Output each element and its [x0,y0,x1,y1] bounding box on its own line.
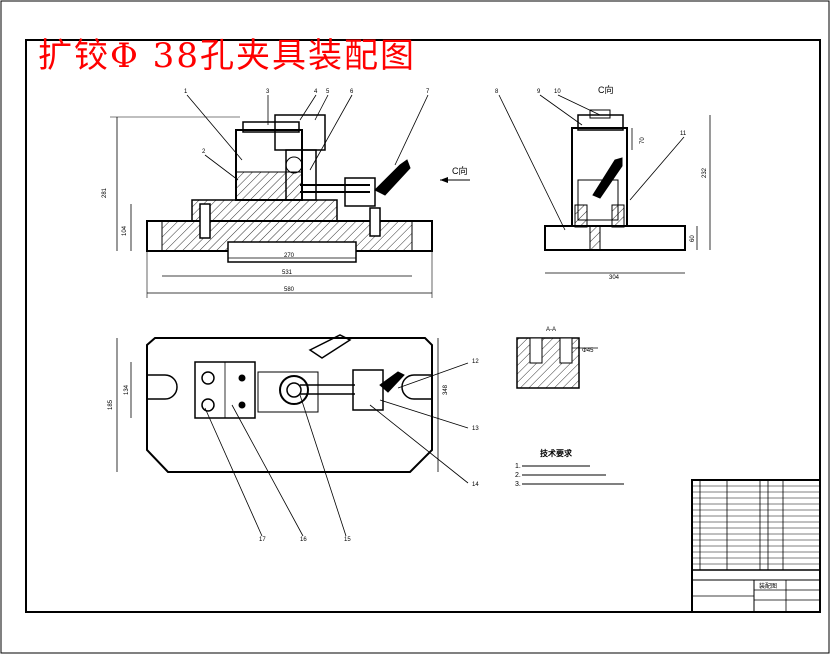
dim-front-total: 580 [284,287,295,293]
part-number-13: 13 [472,426,479,432]
part-number-7: 7 [426,89,430,95]
base-slot [227,241,357,263]
side-view-dimensions: C向 232 60 304 70 8 9 10 11 [495,84,708,281]
tech-req-text-marks [522,465,624,485]
dim-front-base: 104 [122,225,128,236]
side-view [498,94,711,274]
c-view-label: C向 [598,84,614,95]
part-number-4: 4 [314,89,318,95]
part-number-3: 3 [266,89,270,95]
part-number-16: 16 [300,537,307,543]
part-number-2: 2 [202,149,206,155]
tech-req-line-2: 2. [515,472,521,479]
front-view [110,94,433,298]
part-number-1: 1 [184,89,188,95]
dim-plan-right: 348 [443,384,449,395]
part-number-15: 15 [344,537,351,543]
plan-view [116,334,469,537]
tech-req-line-3: 3. [515,481,521,488]
title-block-name: 装配图 [759,582,777,590]
c-view-arrow-label: C向 [452,165,468,176]
part-number-9: 9 [537,89,541,95]
part-number-6: 6 [350,89,354,95]
part-number-8: 8 [495,89,499,95]
part-number-12: 12 [472,359,479,365]
part-number-10: 10 [554,89,561,95]
dim-side-small: 70 [640,137,646,144]
part-number-5: 5 [326,89,330,95]
part-number-11: 11 [680,131,687,137]
dim-plan-inner: 134 [124,384,130,395]
tech-req-heading: 技术要求 [540,448,573,458]
dim-side-base: 60 [690,235,696,242]
tech-req-line-1: 1. [515,463,521,470]
plan-view-dimensions: 185 134 348 12 13 14 15 16 17 [108,359,479,543]
dim-side-width: 304 [609,275,620,281]
drawing-title: 扩铰Φ 38孔夹具装配图 [38,36,416,76]
c-view-arrow: C向 [440,165,470,183]
title-block [691,479,821,613]
dim-front-slot: 531 [282,270,293,276]
section-view [516,337,598,389]
inner-frame [25,39,821,613]
dim-front-inner: 270 [284,253,295,259]
dim-section: Φ45 [582,348,594,354]
parts-list-rows [692,485,820,565]
section-label: A-A [546,327,556,333]
dim-front-height: 281 [102,187,108,198]
tech-requirements: 技术要求 1. 2. 3. [515,448,573,488]
dim-side-height: 232 [702,167,708,178]
front-view-dimensions: 281 104 270 531 580 1 2 3 4 5 6 7 [102,89,430,293]
dim-plan-height: 185 [108,399,114,410]
part-number-17: 17 [259,537,266,543]
part-number-14: 14 [472,482,479,488]
